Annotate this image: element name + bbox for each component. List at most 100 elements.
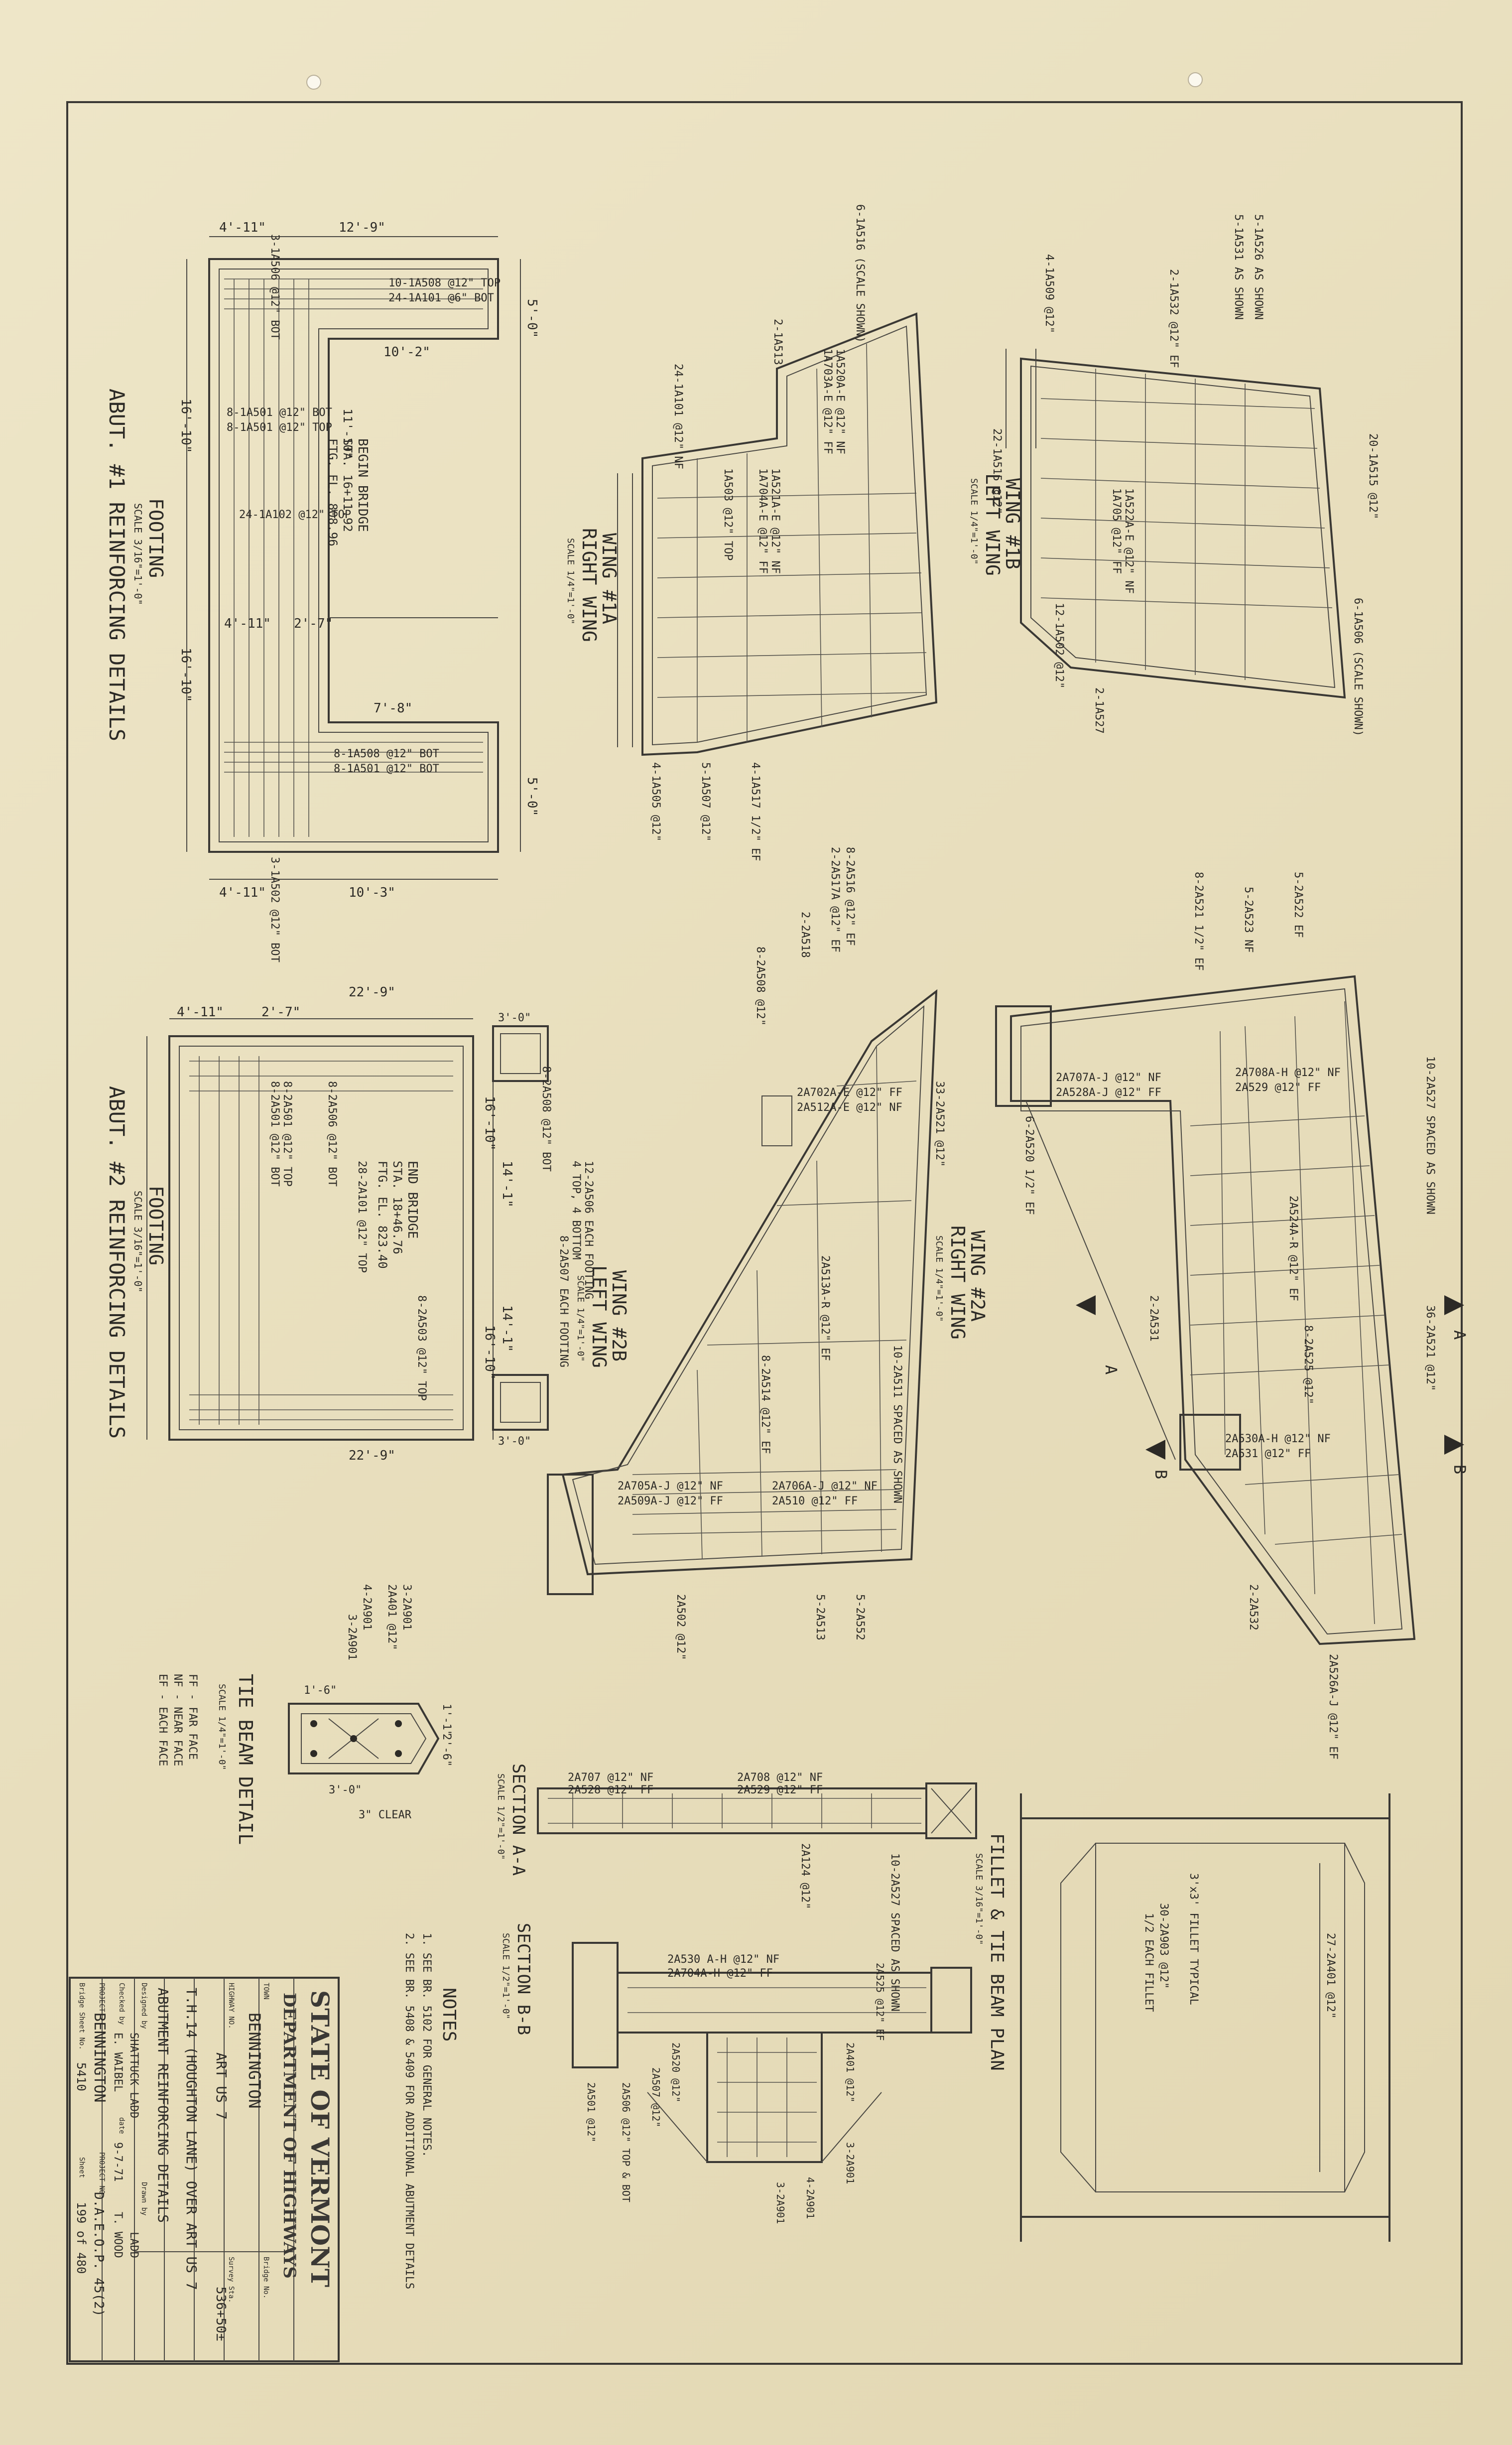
abut1-dim-5: 16'-10" (178, 399, 193, 453)
abut1-sub-title: FOOTING (145, 498, 167, 578)
wing1b-bar-d: 4-1A509 @12" (1043, 254, 1055, 333)
tb-date: 9-7-71 (112, 2142, 124, 2181)
tb-drawn-by: LADD (127, 2232, 140, 2258)
abut2-end-bridge: END BRIDGE (405, 1161, 420, 1239)
wing1a-sub: RIGHT WING (578, 528, 600, 642)
abut1-title: ABUT. #1 REINFORCING DETAILS (105, 389, 129, 741)
wing2a-bar-a: 5-2A522 EF (1292, 872, 1304, 938)
wing1a-bar-f: 1A704A-E @12" FF (756, 468, 769, 574)
wing1a-title: WING #1A (598, 533, 620, 624)
tb-designed-by: SHATTUCK LADD (127, 2033, 140, 2118)
section-mark-a-right: A (1450, 1330, 1469, 1340)
abut2-title: ABUT. #2 REINFORCING DETAILS (105, 1086, 129, 1439)
section-mark-b-right: B (1450, 1465, 1469, 1474)
wing1a-bar-i: 4-1A505 @12" (649, 762, 662, 841)
wing2a-bar-c: 8-2A521 1/2" EF (1192, 872, 1205, 971)
wing2b-bar-h: 8-2A514 @12" EF (759, 1355, 771, 1454)
abut1-dim-3: 5'-0" (524, 299, 539, 338)
wing2a-bar-d: 2A707A-J @12" NF (1056, 1072, 1161, 1084)
wing2b-bar-n: 5-2A513 (814, 1594, 826, 1640)
abut1-dim-12: 4'-11" (219, 885, 266, 900)
wing2b-bar-l: 2A510 @12" FF (772, 1495, 858, 1507)
abut2-dim-8: 22'-9" (349, 1448, 395, 1463)
notes-title: NOTES (439, 1988, 459, 2041)
abut2-dim-3: 22'-9" (349, 985, 395, 1000)
wing1a-bar-g: 24-1A101 @12" NF (672, 364, 684, 469)
abut1-footing-plan (186, 236, 521, 880)
abut1-dim-13: 10'-3" (349, 885, 395, 900)
abut2-bar-9: 8-2A503 @12" TOP (415, 1295, 428, 1401)
abut1-ftg-el: FTG. EL. 808.96 (326, 438, 340, 546)
wing2a-bar-m: 2A530A-H @12" NF (1225, 1433, 1331, 1445)
wing1a-bar-c: 1A703A-E @12" FF (821, 349, 834, 454)
wing1b-bar-a: 5-1A526 AS SHOWN (1252, 214, 1264, 320)
wing2b-bar-a: 8-2A516 @12" EF (844, 847, 856, 946)
wing2b-elevation (547, 989, 938, 1595)
abut1-dim-4: 10'-2" (383, 345, 430, 360)
abut2-ftg-el: FTG. EL. 823.40 (376, 1161, 389, 1269)
abut1-bar-7: 8-1A501 @12" BOT (334, 763, 439, 775)
wing2b-bar-k: 2A706A-J @12" NF (772, 1480, 878, 1493)
abut1-bar-9: 3-1A502 @12" BOT (268, 857, 281, 962)
wing1a-elevation (617, 312, 938, 756)
abut2-dim-2: 2'-7" (261, 1005, 300, 1020)
abut2-dim-5: 14'-1" (500, 1161, 514, 1208)
secaa-bar-6: 10-2A527 SPACED AS SHOWN (888, 1853, 901, 2012)
wing2b-bar-o: 5-2A552 (854, 1594, 866, 1640)
wing2b-bar-i: 2A705A-J @12" NF (618, 1480, 723, 1493)
abut1-dim-1: 4'-11" (219, 220, 266, 235)
wing2b-bar-f: 2A512A-E @12" NF (797, 1101, 902, 1114)
tie-dim-e: 1'-1" (440, 1704, 453, 1737)
fillet-scale: SCALE 3/16"=1'-0" (974, 1853, 984, 1945)
wing1b-bar-h: 20-1A515 @12" (1367, 433, 1379, 519)
secbb-bar-5: 2A507 @12" (650, 2067, 662, 2127)
wing1b-title: WING #1B (1002, 478, 1023, 569)
abut1-dim-9: 16'-10" (178, 648, 193, 702)
wing1b-scale: SCALE 1/4"=1'-0" (969, 478, 979, 564)
fillet-label-d: 27-2A401 @12" (1324, 1933, 1337, 2019)
abut2-bar-5: 12-2A506 EACH FOOTING (582, 1161, 595, 1299)
legend-ef: EF - EACH FACE (156, 1674, 169, 1766)
wing2a-bar-g: 2A529 @12" FF (1235, 1082, 1321, 1094)
secbb-bar-10: 3-2A901 (774, 2182, 786, 2224)
secbb-bar-8: 2A501 @12" (585, 2082, 597, 2142)
wing1a-scale: SCALE 1/4"=1'-0" (565, 538, 576, 624)
abut2-footing-plan (146, 1018, 549, 1441)
section-aa (537, 1782, 977, 1839)
tb-subject: ABUTMENT REINFORCING DETAILS (155, 1988, 171, 2223)
secbb-bar-1: 2A530 A-H @12" NF (667, 1953, 779, 1966)
wing1b-bar-e: 1A522A-E @12" NF (1123, 488, 1135, 594)
tb-description: T.H.14 (HOUGHTON LANE) OVER ART US 7 (183, 1988, 200, 2290)
secbb-bar-7: 2A506 @12" TOP & BOT (620, 2082, 632, 2202)
tie-dim-a: 1'-6" (304, 1684, 337, 1697)
secbb-title: SECTION B-B (513, 1923, 533, 2035)
wing1b-sub: LEFT WING (982, 473, 1004, 576)
fillet-label-c: 1/2 EACH FILLET (1142, 1913, 1155, 2012)
legend-ff: FF - FAR FACE (186, 1674, 199, 1760)
tie-dim-b: 3'-0" (329, 1784, 362, 1796)
wing2b-bar-j: 2A509A-J @12" FF (618, 1495, 723, 1507)
wing1a-bar-d: 2-1A513 (771, 319, 784, 365)
abut2-dim-10: 3'-0" (498, 1435, 531, 1448)
tie-bar-2: 2A401 @12" (385, 1584, 398, 1650)
abut2-dim-6: 14'-1" (500, 1305, 514, 1352)
abut1-dim-8: 11'-10" (341, 408, 355, 459)
wing2b-sub: LEFT WING (588, 1265, 610, 1368)
wing2a-bar-p: 8-2A525 @12" (1302, 1325, 1314, 1404)
tb-project-no: D.A.E.O.P. 45(2) (91, 2192, 106, 2316)
abut1-dim-11: 5'-0" (524, 777, 539, 816)
secaa-bar-4: 2A529 @12" FF (737, 1784, 823, 1796)
tb-field-drawn: Drawn by (140, 2182, 148, 2215)
secaa-title: SECTION A-A (508, 1764, 528, 1876)
wing2a-elevation (995, 975, 1464, 1645)
tb-bridge-sheet-no: 5410 (74, 2062, 88, 2091)
binder-hole-left (306, 75, 321, 90)
fillet-label-b: 30-2A903 @12" (1157, 1903, 1170, 1989)
tie-bar-1: 3-2A901 (400, 1584, 413, 1630)
abut1-bar-3: 8-1A501 @12" BOT (227, 407, 332, 419)
sheet-border (66, 101, 1463, 2365)
wing2a-title: WING #2A (967, 1230, 989, 1322)
abut2-dim-1: 4'-11" (177, 1005, 224, 1020)
